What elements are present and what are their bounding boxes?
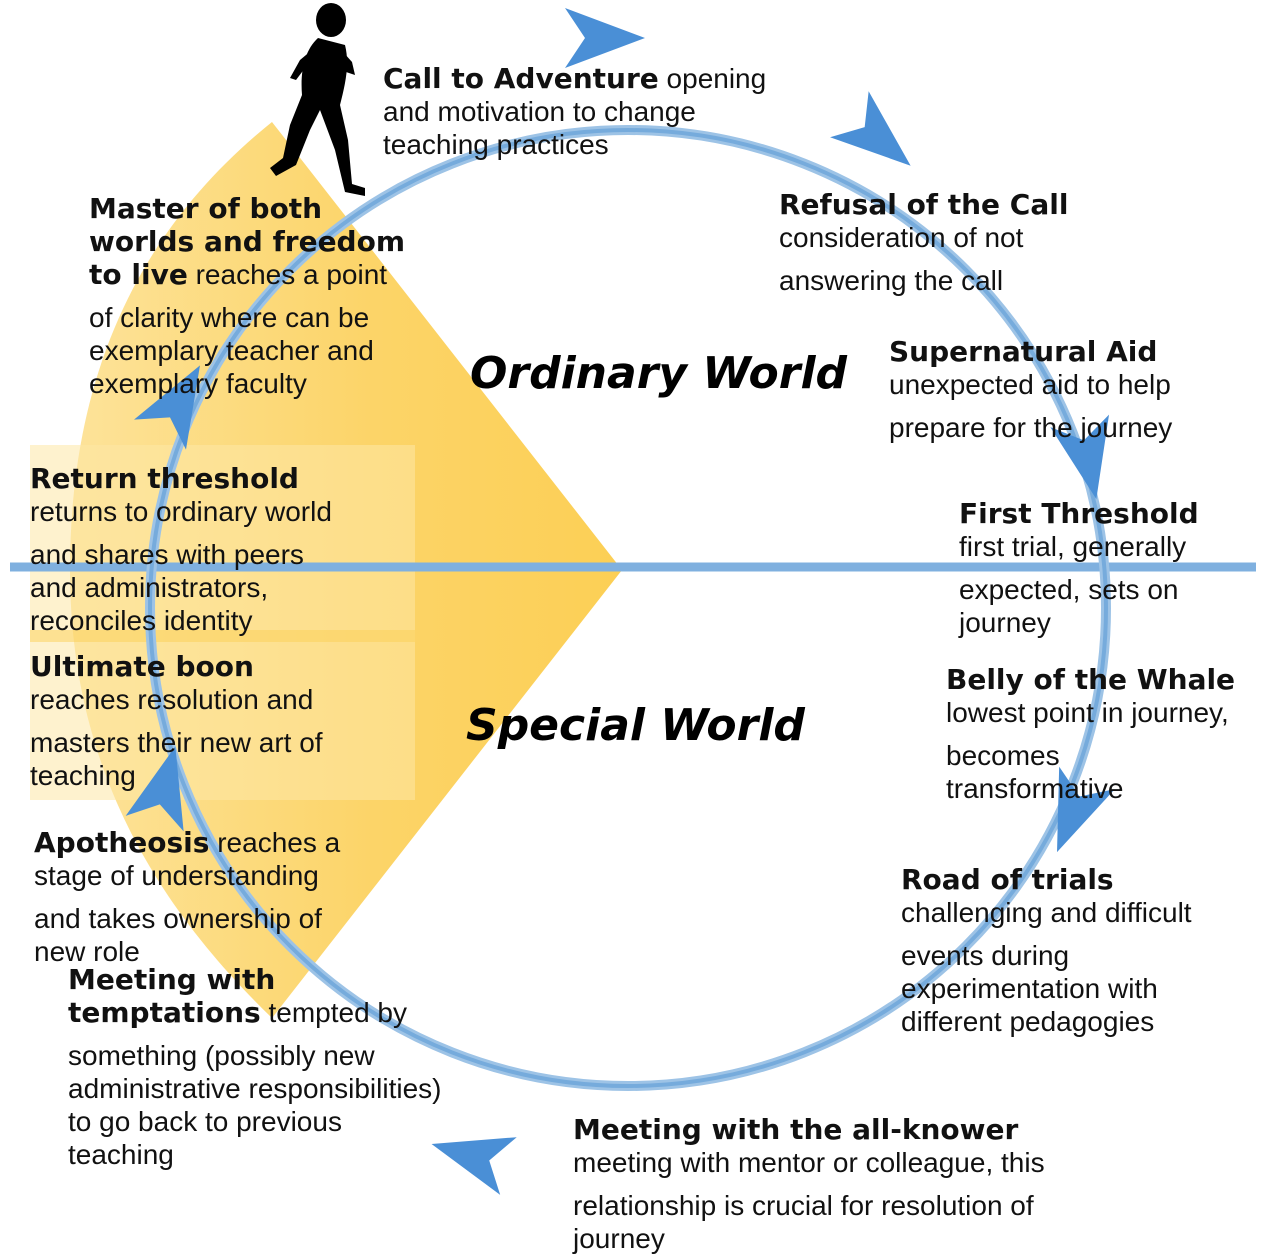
stage-title: Meeting with the all-knower: [573, 1113, 1019, 1146]
direction-arrow: [431, 1137, 517, 1195]
direction-arrow: [125, 746, 184, 832]
stage-title: Meeting with: [68, 963, 276, 996]
stage-text: masters their new art of: [30, 727, 323, 758]
stage-text: answering the call: [779, 265, 1004, 296]
stage-text: challenging and difficult: [901, 897, 1192, 928]
stage-text: first trial, generally: [959, 531, 1187, 562]
stage-text: unexpected aid to help: [889, 369, 1171, 400]
stage-master-of-both-worlds: Master of both worlds and freedom to liv…: [89, 192, 405, 400]
stage-text: of clarity where can be: [89, 302, 370, 333]
stage-text: and administrators,: [30, 572, 269, 603]
journey-circle-inner: [148, 128, 1108, 1088]
stage-title: Return threshold: [30, 462, 299, 495]
pyramid-highlight: [30, 445, 415, 800]
stage-text: expected, sets on: [959, 574, 1179, 605]
ordinary-world-label: Ordinary World: [470, 348, 848, 399]
stage-text: and shares with peers: [30, 539, 304, 570]
stage-text: meeting with mentor or colleague, this: [573, 1147, 1045, 1178]
stage-text: teaching: [30, 760, 136, 791]
direction-arrow: [1050, 414, 1110, 500]
stage-title: to live: [89, 258, 188, 291]
stage-title: Refusal of the Call: [779, 188, 1069, 221]
stage-text: and motivation to change: [383, 96, 696, 127]
stage-return-threshold: Return threshold returns to ordinary wor…: [30, 462, 332, 637]
stage-text: reconciles identity: [30, 605, 253, 636]
stage-text: teaching practices: [383, 129, 609, 160]
stage-text: and takes ownership of: [34, 903, 322, 934]
stage-title: worlds and freedom: [89, 225, 406, 258]
stage-text: events during: [901, 940, 1070, 971]
stage-text: becomes: [946, 740, 1060, 771]
stage-text: something (possibly new: [68, 1040, 375, 1071]
stage-text: transformative: [946, 773, 1124, 804]
stage-text: journey: [573, 1223, 665, 1254]
stage-text: prepare for the journey: [889, 412, 1173, 443]
stage-text: stage of understanding: [34, 860, 319, 891]
stage-text: administrative responsibilities): [68, 1073, 442, 1104]
stage-title: Road of trials: [901, 863, 1114, 896]
stage-first-threshold: First Threshold first trial, generally e…: [959, 497, 1199, 639]
stage-title: Supernatural Aid: [889, 335, 1158, 368]
stage-title: First Threshold: [959, 497, 1199, 530]
stage-road-of-trials: Road of trials challenging and difficult…: [901, 863, 1192, 1038]
stage-text: to go back to previous: [68, 1106, 342, 1137]
stage-text: lowest point in journey,: [946, 697, 1229, 728]
direction-arrow: [134, 365, 200, 450]
special-world-label: Special World: [466, 700, 805, 751]
stage-text: teaching: [68, 1139, 174, 1170]
direction-arrow: [565, 8, 645, 68]
stage-title: Ultimate boon: [30, 650, 254, 683]
stage-text: tempted by: [268, 997, 408, 1028]
stage-text: reaches a point: [195, 259, 388, 290]
stage-belly-of-the-whale: Belly of the Whale lowest point in journ…: [946, 663, 1235, 805]
stage-title: temptations: [68, 996, 261, 1029]
stage-title: Master of both: [89, 192, 323, 225]
stage-title: Apotheosis: [34, 826, 210, 859]
stage-apotheosis: Apotheosis reaches a stage of understand…: [34, 826, 340, 968]
stage-refusal-of-the-call: Refusal of the Call consideration of not…: [779, 188, 1068, 297]
stage-text: different pedagogies: [901, 1006, 1155, 1037]
runner-silhouette-icon: [270, 3, 365, 196]
stage-text: reaches a: [217, 827, 341, 858]
stage-text: new role: [34, 936, 140, 967]
stage-title: Belly of the Whale: [946, 663, 1236, 696]
stage-text: journey: [959, 607, 1051, 638]
stage-text: relationship is crucial for resolution o…: [573, 1190, 1034, 1221]
pyramid-band: [30, 630, 415, 642]
direction-arrow: [1057, 766, 1115, 853]
stage-text: exemplary teacher and: [89, 335, 374, 366]
stage-ultimate-boon: Ultimate boon reaches resolution and mas…: [30, 650, 323, 792]
direction-arrow: [830, 91, 911, 166]
stage-title: Call to Adventure: [383, 62, 659, 95]
stage-text: exemplary faculty: [89, 368, 307, 399]
stage-text: opening: [666, 63, 767, 94]
stage-call-to-adventure: Call to Adventure opening and motivation…: [383, 62, 766, 161]
stage-text: returns to ordinary world: [30, 496, 332, 527]
stage-text: reaches resolution and: [30, 684, 314, 715]
stage-meeting-with-temptations: Meeting with temptations tempted by some…: [68, 963, 441, 1171]
stage-text: consideration of not: [779, 222, 1024, 253]
stage-meeting-with-the-all-knower: Meeting with the all-knower meeting with…: [573, 1113, 1045, 1255]
stage-supernatural-aid: Supernatural Aid unexpected aid to help …: [889, 335, 1172, 444]
stage-text: experimentation with: [901, 973, 1158, 1004]
